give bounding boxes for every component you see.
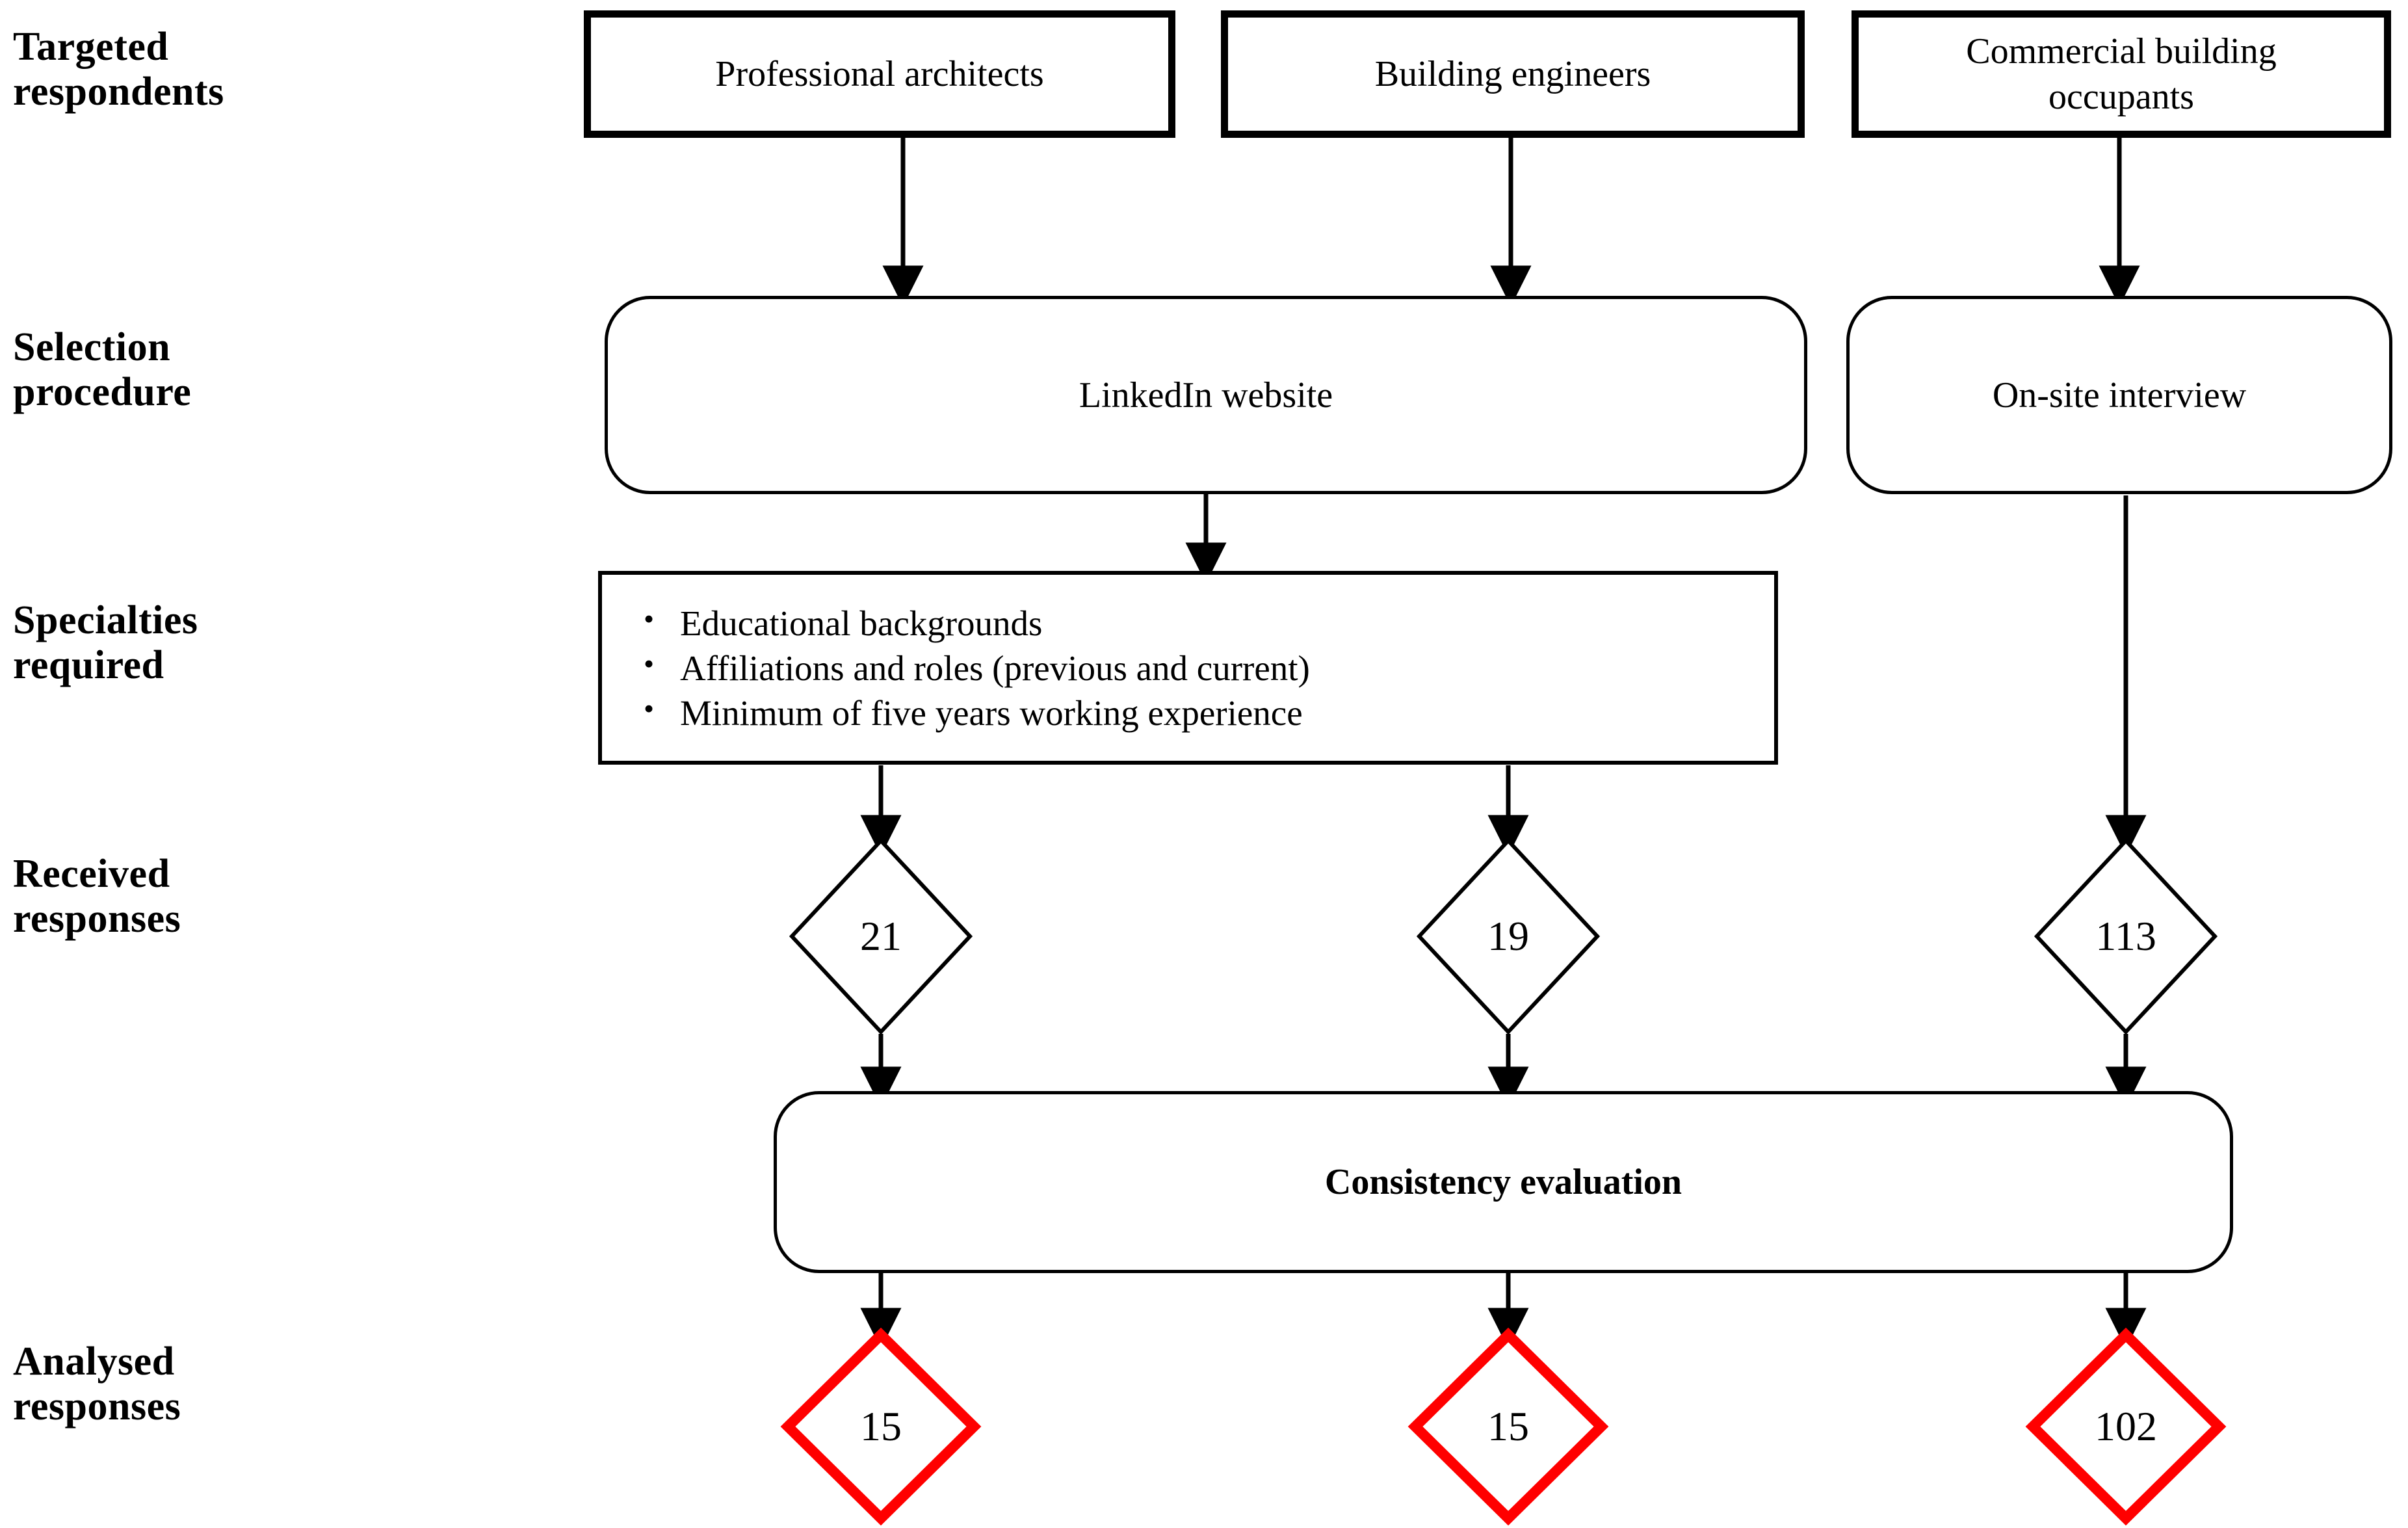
node-label: On-site interview xyxy=(1992,375,2247,415)
diamond-analysed-occupants[interactable]: 102 xyxy=(2025,1327,2227,1526)
node-label: LinkedIn website xyxy=(1079,375,1333,415)
diamond-shape xyxy=(1407,1327,1609,1526)
diamond-value: 113 xyxy=(2095,913,2156,959)
diamond-shape xyxy=(2034,837,2218,1035)
node-commercial-building-occupants[interactable]: Commercial building occupants xyxy=(1852,10,2391,138)
node-building-engineers[interactable]: Building engineers xyxy=(1221,10,1805,138)
diamond-value: 102 xyxy=(2095,1403,2157,1449)
row-label-received-responses: Received responses xyxy=(13,852,181,942)
diamond-shape xyxy=(780,1327,982,1526)
diamond-shape xyxy=(1416,837,1601,1035)
diamond-received-architects[interactable]: 21 xyxy=(789,837,973,1035)
diamond-shape xyxy=(2025,1327,2227,1526)
diamond-value: 15 xyxy=(860,1403,902,1449)
node-label: Professional architects xyxy=(715,54,1044,94)
node-label: Building engineers xyxy=(1374,54,1651,94)
node-label: Consistency evaluation xyxy=(1324,1162,1682,1202)
diamond-value: 19 xyxy=(1487,913,1529,959)
diamond-value: 21 xyxy=(860,913,902,959)
list-item: Minimum of five years working experience xyxy=(641,694,1774,731)
node-linkedin-website[interactable]: LinkedIn website xyxy=(605,296,1807,494)
node-on-site-interview[interactable]: On-site interview xyxy=(1846,296,2392,494)
node-professional-architects[interactable]: Professional architects xyxy=(584,10,1175,138)
diamond-received-occupants[interactable]: 113 xyxy=(2034,837,2218,1035)
diamond-shape xyxy=(789,837,973,1035)
row-label-targeted-respondents: Targeted respondents xyxy=(13,25,224,114)
node-label: Commercial building occupants xyxy=(1966,31,2277,117)
node-consistency-evaluation[interactable]: Consistency evaluation xyxy=(774,1091,2233,1273)
specialties-list: Educational backgrounds Affiliations and… xyxy=(641,596,1774,740)
node-specialties-required: Educational backgrounds Affiliations and… xyxy=(598,571,1778,765)
diamond-analysed-engineers[interactable]: 15 xyxy=(1407,1327,1609,1526)
list-item: Educational backgrounds xyxy=(641,604,1774,641)
row-label-specialties-required: Specialties required xyxy=(13,598,198,688)
diamond-analysed-architects[interactable]: 15 xyxy=(780,1327,982,1526)
row-label-analysed-responses: Analysed responses xyxy=(13,1339,181,1429)
diamond-received-engineers[interactable]: 19 xyxy=(1416,837,1601,1035)
list-item: Affiliations and roles (previous and cur… xyxy=(641,649,1774,686)
row-label-selection-procedure: Selection procedure xyxy=(13,325,192,415)
diamond-value: 15 xyxy=(1487,1403,1529,1449)
